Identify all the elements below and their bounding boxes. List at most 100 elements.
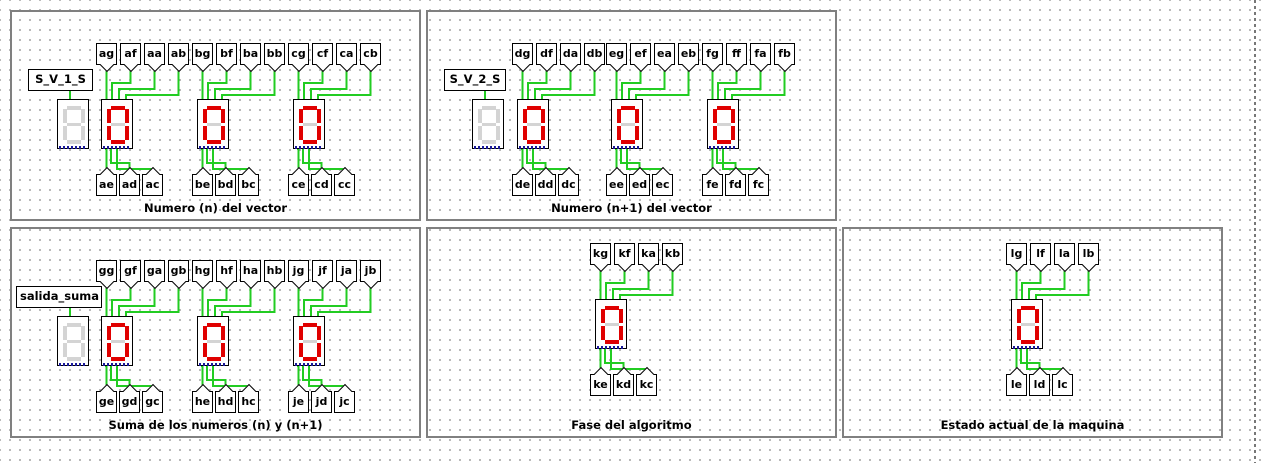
pin-ec[interactable]: ec: [652, 174, 673, 196]
pin-ha[interactable]: ha: [240, 260, 261, 282]
pin-dc[interactable]: dc: [558, 174, 579, 196]
pin-lb[interactable]: lb: [1078, 243, 1099, 265]
pin-df[interactable]: df: [536, 43, 557, 65]
pin-jc[interactable]: jc: [334, 391, 355, 413]
panel-suma[interactable]: Suma de los numeros (n) y (n+1): [10, 227, 421, 438]
pin-ga[interactable]: ga: [144, 260, 165, 282]
pin-ff[interactable]: ff: [726, 43, 747, 65]
pin-ce[interactable]: ce: [288, 174, 309, 196]
pin-gc[interactable]: gc: [142, 391, 163, 413]
pin-ja[interactable]: ja: [336, 260, 357, 282]
pin-la[interactable]: la: [1054, 243, 1075, 265]
pin-ld[interactable]: ld: [1029, 374, 1050, 396]
pin-kc[interactable]: kc: [636, 374, 657, 396]
pin-hf[interactable]: hf: [216, 260, 237, 282]
pin-kf[interactable]: kf: [614, 243, 635, 265]
seven-seg-display-hg[interactable]: [197, 316, 229, 366]
pin-bg[interactable]: bg: [192, 43, 213, 65]
pin-fe[interactable]: fe: [702, 174, 723, 196]
input-label-salida-suma[interactable]: salida_suma: [16, 286, 102, 308]
seven-seg-display-gg[interactable]: [101, 316, 133, 366]
pin-hb[interactable]: hb: [264, 260, 285, 282]
pin-hc[interactable]: hc: [238, 391, 259, 413]
pin-be[interactable]: be: [192, 174, 213, 196]
pin-ad[interactable]: ad: [119, 174, 140, 196]
pin-hg[interactable]: hg: [192, 260, 213, 282]
pin-eb[interactable]: eb: [678, 43, 699, 65]
pin-bd[interactable]: bd: [215, 174, 236, 196]
pin-gb[interactable]: gb: [168, 260, 189, 282]
pin-cd[interactable]: cd: [311, 174, 332, 196]
pin-ae[interactable]: ae: [96, 174, 117, 196]
pin-ab[interactable]: ab: [168, 43, 189, 65]
panel-fase[interactable]: Fase del algoritmo: [426, 227, 837, 438]
panel-numero-n-plus-1[interactable]: Numero (n+1) del vector: [426, 10, 837, 221]
pin-ag[interactable]: ag: [96, 43, 117, 65]
pin-dg[interactable]: dg: [512, 43, 533, 65]
pin-gd[interactable]: gd: [119, 391, 140, 413]
pin-cc[interactable]: cc: [334, 174, 355, 196]
pin-gf[interactable]: gf: [120, 260, 141, 282]
pin-aa[interactable]: aa: [144, 43, 165, 65]
pin-ca[interactable]: ca: [336, 43, 357, 65]
pin-fb[interactable]: fb: [774, 43, 795, 65]
pin-cg[interactable]: cg: [288, 43, 309, 65]
pin-cb[interactable]: cb: [360, 43, 381, 65]
seven-seg-display-cg[interactable]: [293, 99, 325, 149]
mini-display-p2[interactable]: [472, 99, 504, 149]
seven-seg-display-lg[interactable]: [1011, 299, 1043, 349]
pin-kd[interactable]: kd: [613, 374, 634, 396]
pin-jb[interactable]: jb: [360, 260, 381, 282]
pin-ac[interactable]: ac: [142, 174, 163, 196]
pin-fd[interactable]: fd: [725, 174, 746, 196]
panel-estado[interactable]: Estado actual de la maquina: [842, 227, 1223, 438]
mini-display-p1[interactable]: [57, 99, 89, 149]
pin-bf[interactable]: bf: [216, 43, 237, 65]
mini-display-p3[interactable]: [57, 316, 89, 366]
pin-cf[interactable]: cf: [312, 43, 333, 65]
pin-ke[interactable]: ke: [590, 374, 611, 396]
pin-lf[interactable]: lf: [1030, 243, 1051, 265]
pin-ea[interactable]: ea: [654, 43, 675, 65]
pin-he[interactable]: he: [192, 391, 213, 413]
pin-bc[interactable]: bc: [238, 174, 259, 196]
pin-je[interactable]: je: [288, 391, 309, 413]
seven-seg-display-kg[interactable]: [595, 299, 627, 349]
pin-eg[interactable]: eg: [606, 43, 627, 65]
pin-lg[interactable]: lg: [1006, 243, 1027, 265]
pin-le[interactable]: le: [1006, 374, 1027, 396]
seven-seg-display-dg[interactable]: [517, 99, 549, 149]
pin-db[interactable]: db: [584, 43, 605, 65]
pin-ed[interactable]: ed: [629, 174, 650, 196]
pin-fa[interactable]: fa: [750, 43, 771, 65]
pin-ba[interactable]: ba: [240, 43, 261, 65]
pin-ge[interactable]: ge: [96, 391, 117, 413]
pin-dd[interactable]: dd: [535, 174, 556, 196]
pin-af[interactable]: af: [120, 43, 141, 65]
seven-seg-display-fg[interactable]: [707, 99, 739, 149]
pin-de[interactable]: de: [512, 174, 533, 196]
seven-seg-display-ag[interactable]: [101, 99, 133, 149]
pin-lc[interactable]: lc: [1052, 374, 1073, 396]
pin-jd[interactable]: jd: [311, 391, 332, 413]
pin-ef[interactable]: ef: [630, 43, 651, 65]
pin-kg[interactable]: kg: [590, 243, 611, 265]
pin-gg[interactable]: gg: [96, 260, 117, 282]
pin-fc[interactable]: fc: [748, 174, 769, 196]
pin-fg[interactable]: fg: [702, 43, 723, 65]
input-label-s-v-2-s[interactable]: S_V_2_S: [444, 69, 506, 91]
pin-hd[interactable]: hd: [215, 391, 236, 413]
pin-ka[interactable]: ka: [638, 243, 659, 265]
pin-bb[interactable]: bb: [264, 43, 285, 65]
panel-numero-n[interactable]: Numero (n) del vector: [10, 10, 421, 221]
pin-da[interactable]: da: [560, 43, 581, 65]
seven-seg-display-jg[interactable]: [293, 316, 325, 366]
input-label-s-v-1-s[interactable]: S_V_1_S: [28, 69, 93, 91]
pin-jg[interactable]: jg: [288, 260, 309, 282]
pin-jf[interactable]: jf: [312, 260, 333, 282]
seven-seg-display-bg[interactable]: [197, 99, 229, 149]
pin-ee[interactable]: ee: [606, 174, 627, 196]
seven-seg-display-eg[interactable]: [611, 99, 643, 149]
pin-kb[interactable]: kb: [662, 243, 683, 265]
